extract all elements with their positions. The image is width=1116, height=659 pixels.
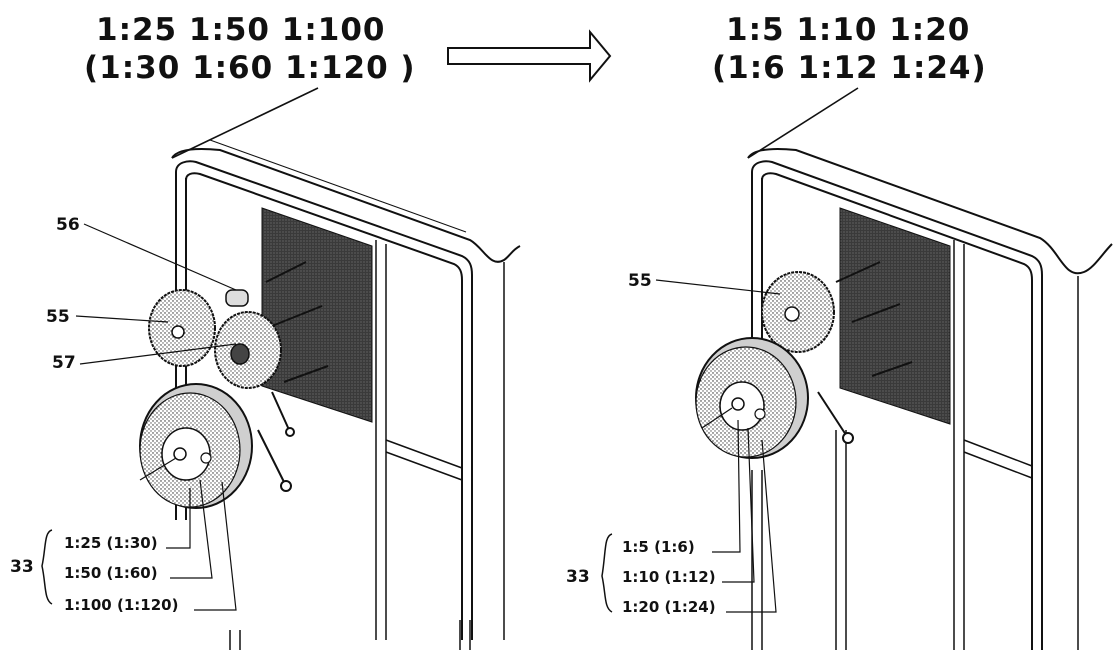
right-brace: [601, 533, 613, 613]
left-scale-leader: [171, 87, 319, 159]
left-housing: [171, 139, 521, 650]
left-label-33: 33: [10, 557, 34, 577]
right-caption-1: 1:5 (1:6): [622, 538, 695, 556]
left-caption-1: 1:25 (1:30): [64, 534, 158, 552]
left-disc-33: [139, 383, 253, 509]
left-caption-2: 1:50 (1:60): [64, 564, 158, 582]
right-scale-leader: [747, 87, 859, 159]
left-caption-3: 1:100 (1:120): [64, 596, 178, 614]
right-caption-leaders: [712, 419, 777, 613]
right-caption-2: 1:10 (1:12): [622, 568, 716, 586]
right-caption-3: 1:20 (1:24): [622, 598, 716, 616]
left-spacer-56: [225, 289, 249, 307]
right-gear-55: [761, 271, 835, 353]
right-label-55: 55: [628, 271, 652, 291]
left-label-55: 55: [46, 307, 70, 327]
left-label-57: 57: [52, 353, 76, 373]
left-scale-alt: (1:30 1:60 1:120 ): [84, 50, 416, 86]
left-brace: [41, 529, 53, 605]
left-gear-55: [148, 289, 216, 367]
left-mount-panel: [261, 207, 373, 423]
left-assembly: 1:25 1:50 1:100 (1:30 1:60 1:120 ): [10, 12, 612, 650]
left-scale-main: 1:25 1:50 1:100: [96, 12, 385, 48]
left-gear-57: [214, 311, 282, 389]
left-caption-leaders: [166, 479, 237, 611]
right-scale-alt: (1:6 1:12 1:24): [712, 50, 987, 86]
left-label-56: 56: [56, 215, 80, 235]
right-screws: [817, 261, 913, 444]
right-disc-33: [695, 337, 809, 459]
right-mount-panel: [839, 207, 951, 425]
right-assembly: 1:5 1:10 1:20 (1:6 1:12 1:24): [566, 12, 1113, 650]
right-arrow-icon: [447, 29, 612, 83]
right-housing: [747, 148, 1113, 650]
right-label-33: 33: [566, 567, 590, 587]
right-scale-main: 1:5 1:10 1:20: [726, 12, 970, 48]
